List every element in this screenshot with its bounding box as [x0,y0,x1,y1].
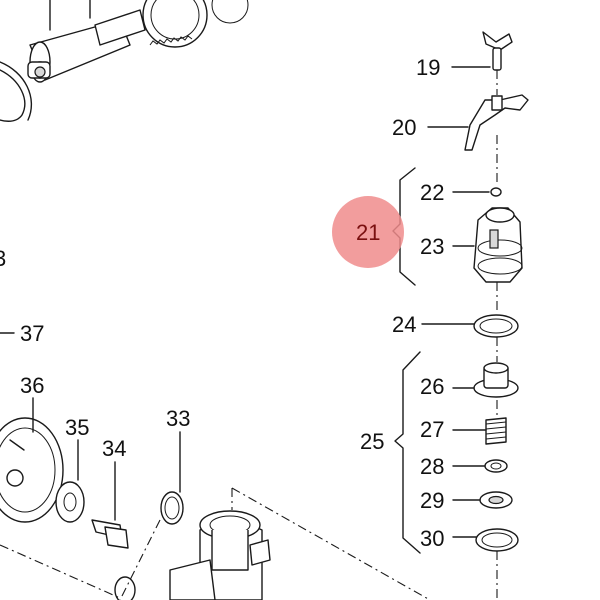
label-27: 27 [420,417,444,442]
label-20: 20 [392,115,416,140]
left-parts [0,332,184,600]
label-3-partial: 3 [0,246,6,271]
pump-housing [169,487,431,600]
label-25: 25 [360,429,384,454]
valve-stack [392,31,529,600]
label-33: 33 [166,406,190,431]
label-34: 34 [102,436,126,461]
label-23: 23 [420,234,444,259]
label-29: 29 [420,488,444,513]
label-24: 24 [392,312,416,337]
label-30: 30 [420,526,444,551]
label-37: 37 [20,321,44,346]
label-28: 28 [420,454,444,479]
label-36: 36 [20,373,44,398]
label-22: 22 [420,180,444,205]
highlight-marker [332,196,404,268]
label-21: 21 [356,220,380,245]
label-19: 19 [416,55,440,80]
label-26: 26 [420,374,444,399]
label-35: 35 [65,415,89,440]
gear-shaft-assembly [0,0,249,122]
